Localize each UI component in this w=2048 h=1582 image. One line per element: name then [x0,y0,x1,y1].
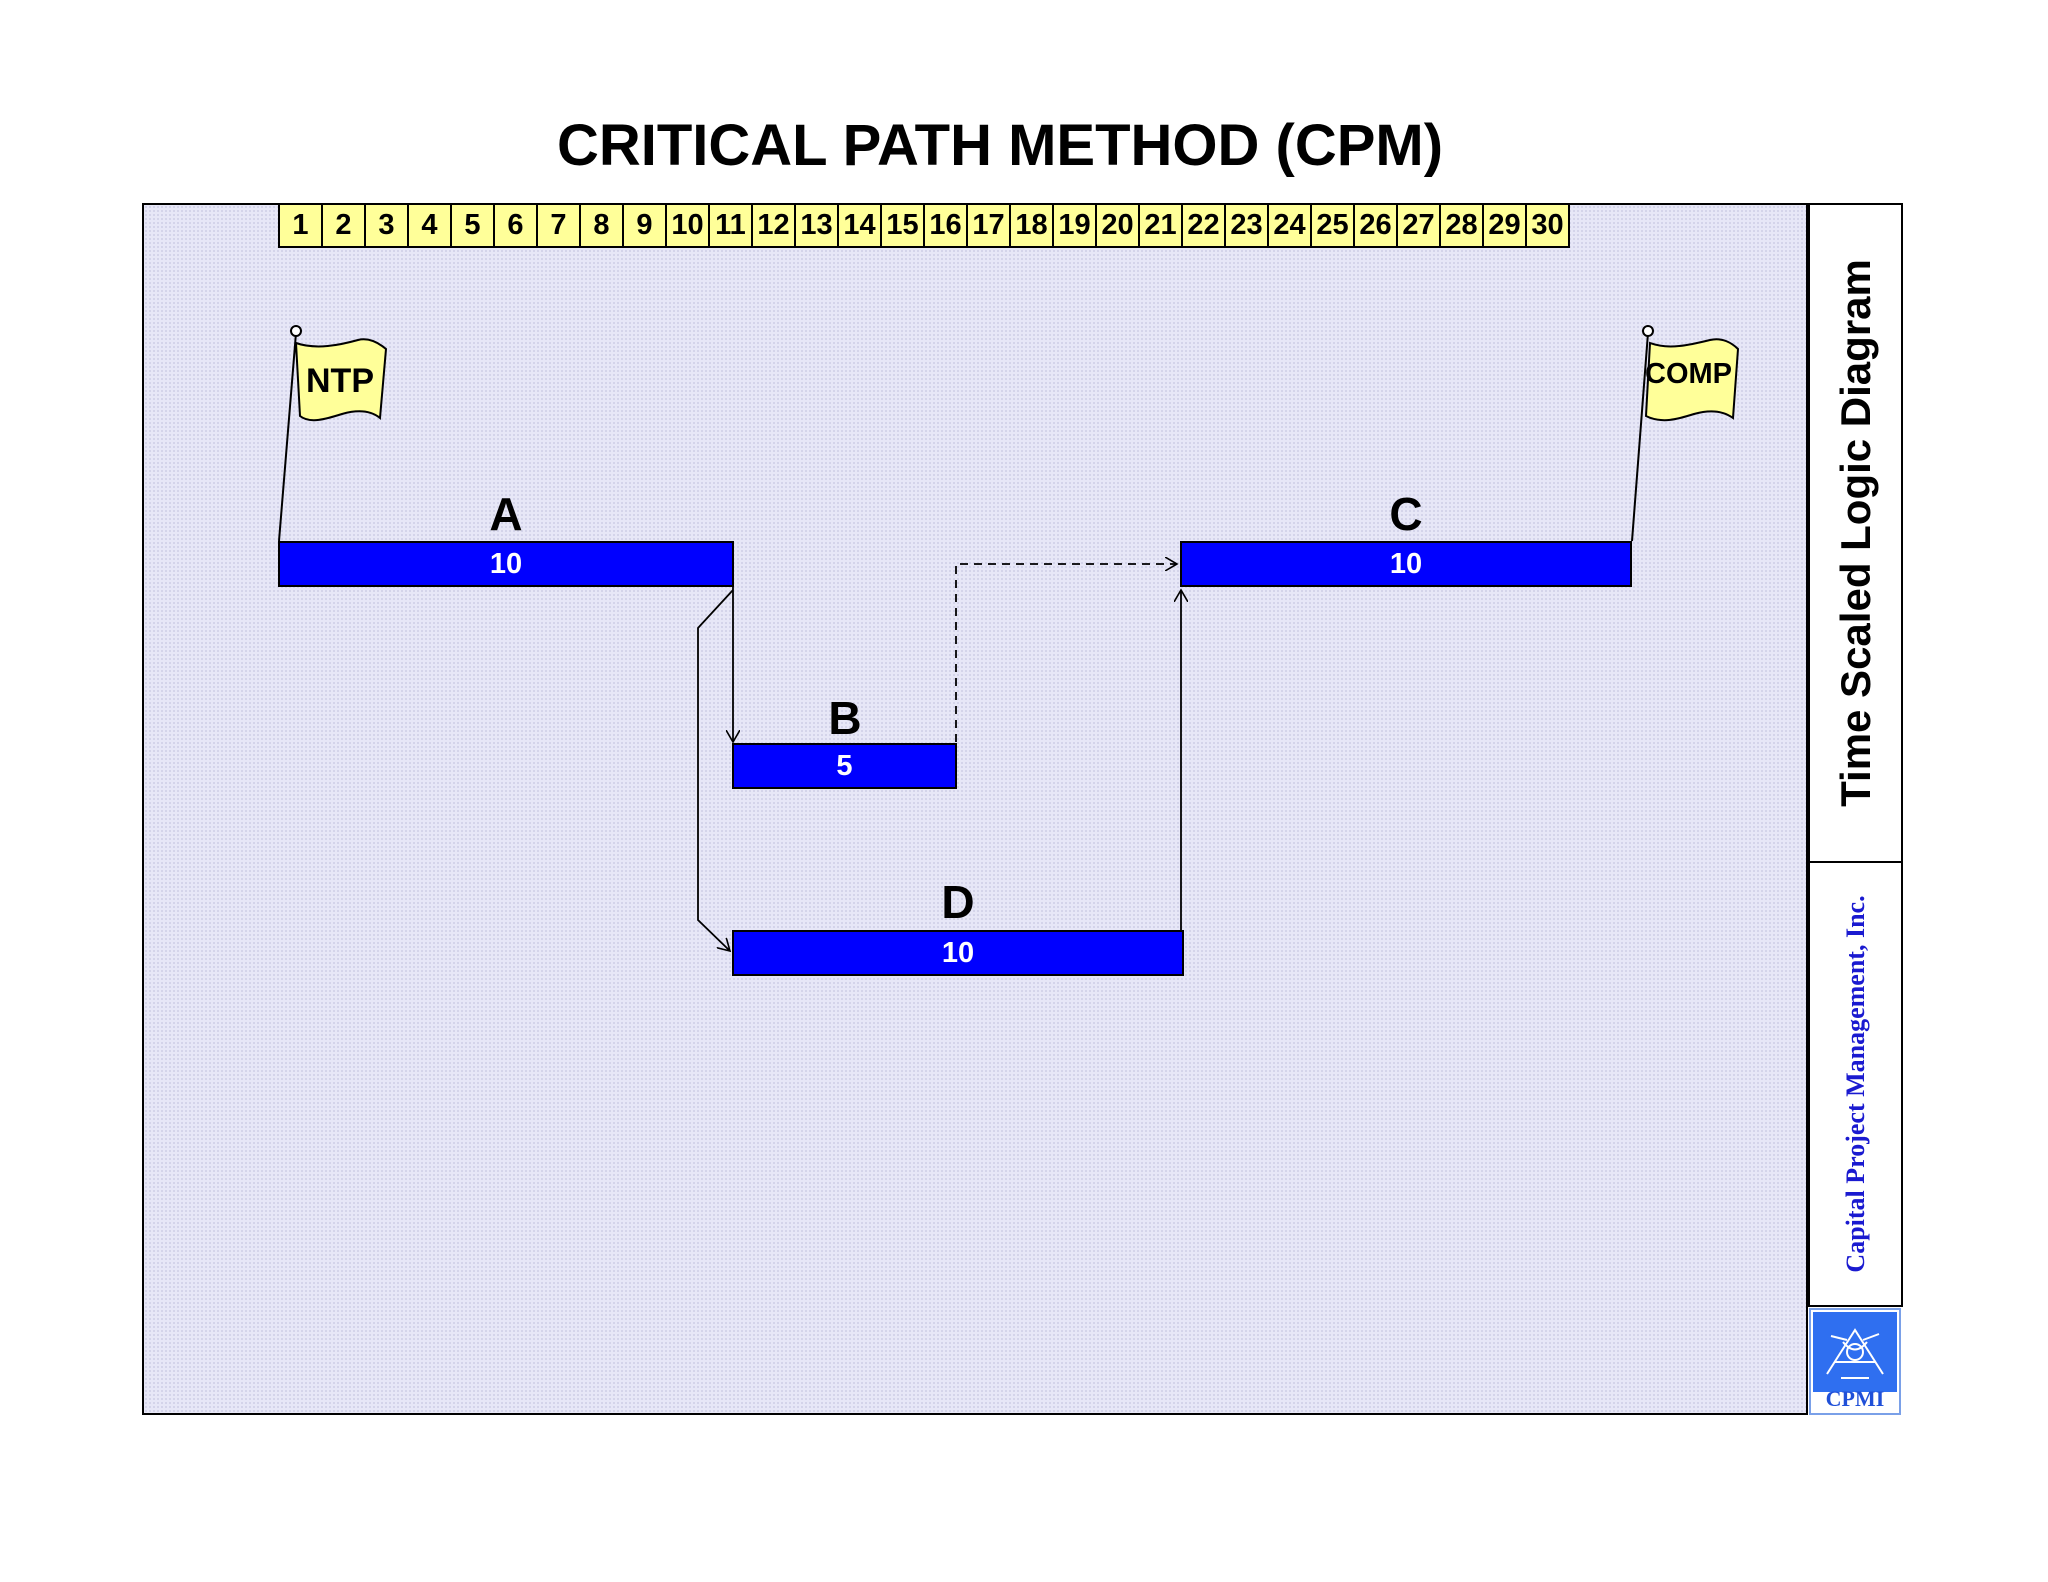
activity-duration-b: 5 [836,749,853,782]
timescale-day-26: 26 [1353,203,1398,248]
timescale-day-3: 3 [364,203,409,248]
side-company-panel: Capital Project Management, Inc. [1808,861,1903,1307]
activity-label-d: D [941,876,975,928]
timescale-day-27: 27 [1396,203,1441,248]
logo-emblem-icon [1813,1312,1897,1392]
ntp-flag-icon [278,325,388,542]
activity-bar-a[interactable]: 10 [278,541,734,587]
timescale-day-28: 28 [1439,203,1484,248]
timescale-day-29: 29 [1482,203,1527,248]
activity-bar-b[interactable]: 5 [732,743,957,789]
logo-text: CPMI [1825,1386,1885,1411]
timescale-day-18: 18 [1009,203,1054,248]
comp-flag-icon [1631,325,1740,542]
timescale-day-13: 13 [794,203,839,248]
relationship-a-d [697,589,734,951]
timescale-day-10: 10 [665,203,710,248]
activity-bar-c[interactable]: 10 [1180,541,1632,587]
timescale-day-12: 12 [751,203,796,248]
activity-label-b: B [828,692,862,744]
diagram-canvas [142,203,1808,1415]
activity-label-a: A [489,488,523,540]
cpmi-logo: CPMI [1809,1308,1901,1415]
activity-duration-a: 10 [489,547,523,580]
timescale-day-7: 7 [536,203,581,248]
company-name: Capital Project Management, Inc. [1840,895,1870,1273]
timescale-day-2: 2 [321,203,366,248]
page-title: CRITICAL PATH METHOD (CPM) [556,113,1444,178]
timescale-day-24: 24 [1267,203,1312,248]
side-title: Time Scaled Logic Diagram [1831,259,1879,807]
activity-duration-c: 10 [1389,547,1423,580]
timescale-day-9: 9 [622,203,667,248]
activity-duration-d: 10 [941,936,975,969]
timescale-day-6: 6 [493,203,538,248]
comp-label: COMP [1645,358,1732,390]
activity-label-c: C [1389,488,1423,540]
timescale-day-11: 11 [708,203,753,248]
timescale-day-22: 22 [1181,203,1226,248]
timescale-day-30: 30 [1525,203,1570,248]
timescale-day-4: 4 [407,203,452,248]
ntp-label: NTP [306,362,374,400]
relationship-b-c [955,564,1177,742]
side-title-panel: Time Scaled Logic Diagram [1808,203,1903,863]
timescale-day-20: 20 [1095,203,1140,248]
timescale-day-8: 8 [579,203,624,248]
activity-bar-d[interactable]: 10 [732,930,1184,976]
timescale-day-14: 14 [837,203,882,248]
